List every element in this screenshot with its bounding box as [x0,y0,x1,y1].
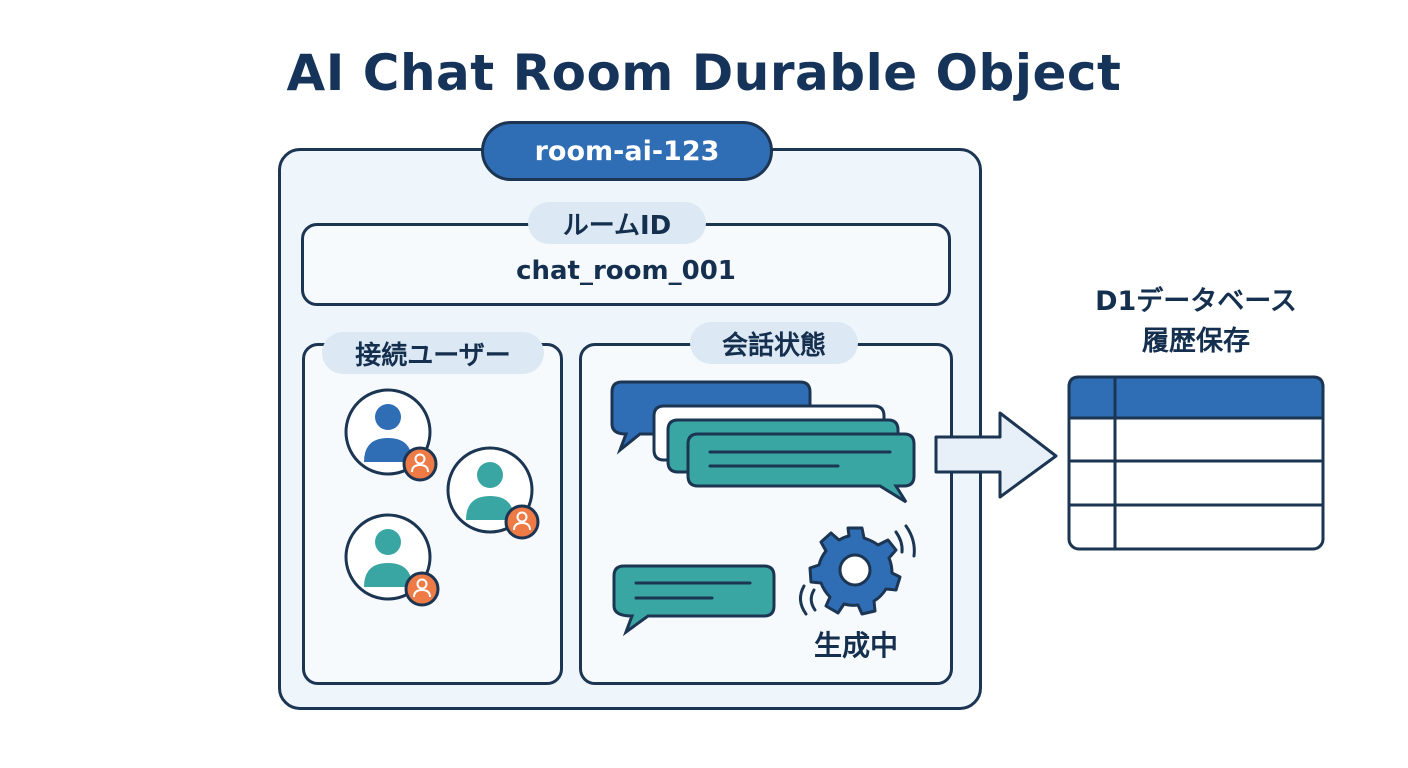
user-avatar-1 [344,388,438,482]
database-purpose: 履歴保存 [1142,326,1250,357]
room-name-badge: room-ai-123 [481,121,773,181]
chat-bubble [612,564,776,637]
room-id-label: ルームID [528,202,706,244]
database-label: D1データベース 履歴保存 [1040,282,1352,362]
chat-bubble-stack [610,380,916,504]
generating-status-label: 生成中 [813,629,898,662]
motion-lines [799,524,916,616]
gear-icon [808,526,902,616]
user-avatar-3 [344,513,440,607]
database-name: D1データベース [1095,286,1297,317]
arrow-to-database [934,411,1058,499]
user-avatar-2 [446,446,540,540]
connected-users-label: 接続ユーザー [322,332,544,374]
conversation-state-label: 会話状態 [690,322,858,364]
room-id-value: chat_room_001 [516,256,736,286]
database-table-icon [1067,375,1325,551]
diagram-title: AI Chat Room Durable Object [286,44,1122,102]
